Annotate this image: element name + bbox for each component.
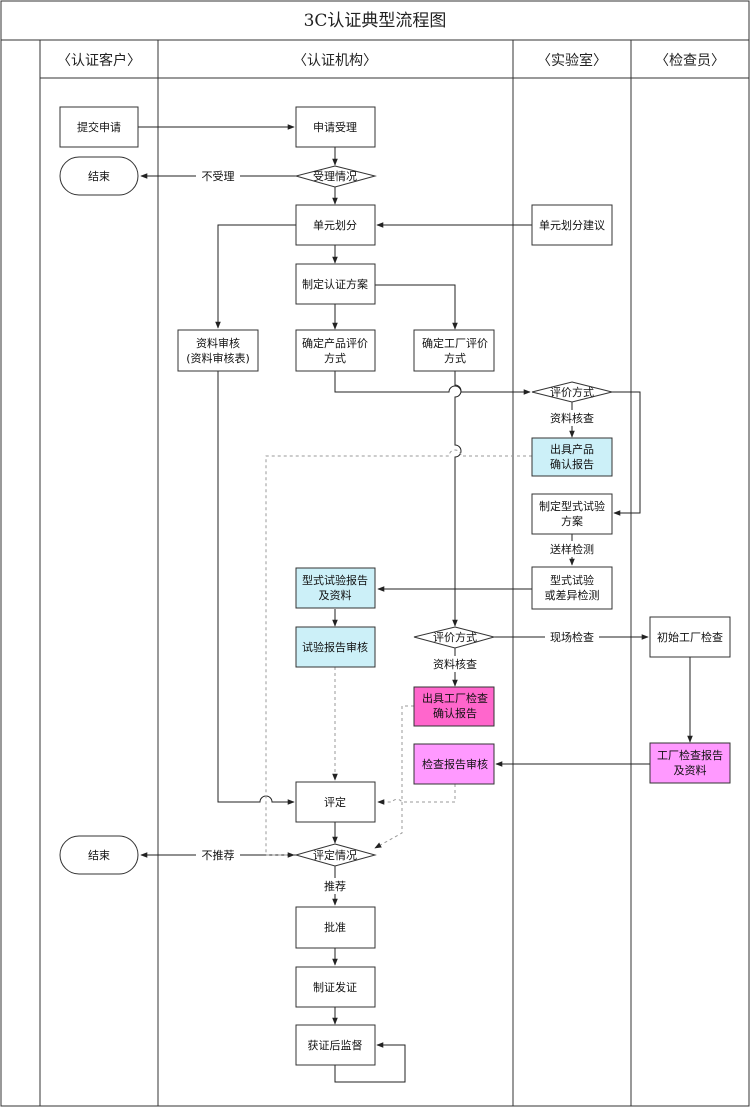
lane-header-org: 〈认证机构〉 — [293, 53, 377, 69]
label-factory-eval-1: 确定工厂评价 — [422, 336, 488, 350]
label-eval-status: 评定情况 — [313, 848, 357, 862]
box-product-confirm — [531, 437, 613, 477]
lane-header-inspector: 〈检查员〉 — [655, 53, 725, 69]
label-accept-status: 受理情况 — [313, 170, 357, 183]
dashed-connectors — [265, 449, 532, 858]
terminator-end-1 — [59, 156, 139, 196]
label-type-test-plan-1: 制定型式试验 — [539, 499, 605, 513]
box-evaluate — [295, 781, 376, 823]
lane-header-lab: 〈实验室〉 — [537, 52, 607, 69]
label-send-sample: 送样检测 — [550, 542, 594, 556]
box-product-eval — [295, 329, 376, 372]
label-unit-suggest: 单元划分建议 — [539, 218, 605, 232]
label-doc-check-2: 资料核查 — [433, 657, 477, 671]
label-product-confirm-1: 出具产品 — [550, 442, 594, 456]
decision-eval-mode-1 — [531, 381, 613, 403]
decision-eval-mode-2 — [413, 626, 496, 649]
label-eval-mode-2: 评价方式 — [433, 630, 477, 644]
label-report-review: 试验报告审核 — [302, 640, 368, 654]
label-not-recommend: 不推荐 — [202, 848, 235, 862]
label-submit: 提交申请 — [77, 120, 121, 134]
box-unit-divide — [295, 204, 376, 246]
label-plan: 制定认证方案 — [302, 277, 368, 291]
connector-lines — [138, 124, 693, 1083]
box-submit — [59, 106, 139, 148]
box-factory-confirm — [413, 686, 495, 727]
box-type-test — [531, 566, 613, 610]
label-supervise: 获证后监督 — [308, 1038, 363, 1052]
label-doc-review-2: (资料审核表) — [186, 351, 250, 365]
box-factory-report — [649, 742, 731, 784]
box-factory-eval — [413, 329, 495, 372]
box-type-test-plan — [531, 493, 613, 535]
label-onsite: 现场检查 — [550, 630, 594, 644]
label-type-report-1: 型式试验报告 — [302, 573, 368, 587]
label-accept: 申请受理 — [313, 121, 357, 134]
box-supervise — [295, 1024, 376, 1066]
box-issue — [295, 966, 376, 1008]
decision-eval-status — [294, 843, 377, 867]
box-plan — [295, 263, 376, 305]
label-doc-check-1: 资料核查 — [550, 411, 594, 425]
label-eval-mode-1: 评价方式 — [550, 385, 594, 399]
label-product-eval-2: 方式 — [324, 351, 346, 365]
box-unit-suggest — [531, 204, 613, 246]
label-reject: 不受理 — [202, 170, 235, 183]
label-issue: 制证发证 — [313, 980, 357, 994]
box-approve — [295, 906, 376, 949]
label-product-eval-1: 确定产品评价 — [302, 336, 368, 350]
terminator-end-2 — [59, 835, 139, 875]
label-type-test-1: 型式试验 — [550, 573, 594, 587]
chart-title: 3C认证典型流程图 — [304, 11, 447, 31]
label-end-2: 结束 — [88, 849, 110, 862]
box-initial-factory — [649, 616, 731, 658]
label-evaluate: 评定 — [324, 795, 346, 809]
label-factory-eval-2: 方式 — [444, 351, 466, 365]
label-unit-divide: 单元划分 — [313, 219, 357, 232]
label-inspect-review: 检查报告审核 — [422, 757, 488, 771]
label-end-1: 结束 — [88, 170, 110, 183]
box-report-review — [295, 626, 376, 668]
lane-header-client: 〈认证客户〉 — [57, 52, 141, 69]
label-factory-confirm-2: 确认报告 — [433, 706, 477, 720]
label-type-test-plan-2: 方案 — [561, 514, 583, 528]
label-factory-report-2: 及资料 — [674, 763, 707, 777]
label-initial-factory: 初始工厂检查 — [657, 630, 723, 644]
box-doc-review — [177, 329, 259, 372]
label-type-test-2: 或差异检测 — [545, 588, 600, 602]
label-approve: 批准 — [324, 920, 346, 934]
box-accept — [295, 106, 376, 148]
decision-accept-status — [294, 165, 377, 188]
label-recommend: 推荐 — [324, 879, 346, 893]
label-doc-review-1: 资料审核 — [196, 336, 240, 350]
box-inspect-review — [413, 743, 495, 785]
box-type-report — [295, 567, 376, 609]
label-factory-confirm-1: 出具工厂检查 — [422, 691, 488, 705]
label-product-confirm-2: 确认报告 — [550, 457, 594, 471]
label-type-report-2: 及资料 — [319, 588, 352, 602]
label-factory-report-1: 工厂检查报告 — [657, 748, 723, 762]
